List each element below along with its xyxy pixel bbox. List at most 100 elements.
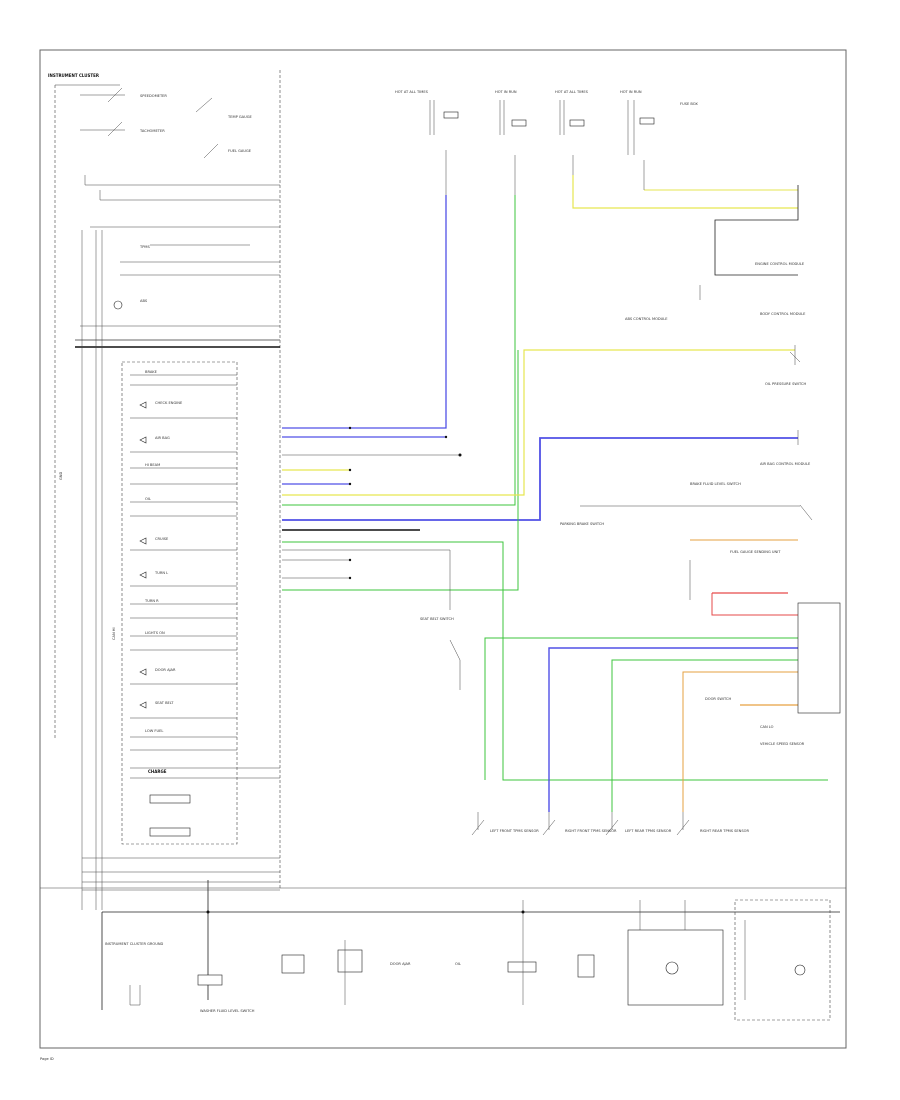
module-box-4: OIL (455, 962, 461, 966)
svg-text:INSTRUMENT CLUSTER GROUND: INSTRUMENT CLUSTER GROUND (105, 942, 164, 946)
svg-text:DOOR AJAR: DOOR AJAR (155, 668, 176, 672)
svg-text:DOOR AJAR: DOOR AJAR (390, 962, 411, 966)
bcm: BODY CONTROL MODULE (699, 285, 806, 316)
indicator-brake: BRAKE (130, 370, 237, 386)
fuse-icon (639, 117, 655, 125)
module-box-6 (577, 954, 595, 978)
svg-text:LEFT FRONT TPMS SENSOR: LEFT FRONT TPMS SENSOR (490, 829, 539, 833)
fuel-sender: FUEL GAUGE SENDING UNIT (689, 550, 781, 600)
svg-text:VEHICLE SPEED SENSOR: VEHICLE SPEED SENSOR (760, 742, 805, 746)
gauge-icon (665, 961, 679, 975)
fuse-icon (511, 119, 527, 127)
wire-yellow-1 (572, 175, 798, 209)
svg-text:AIR BAG CONTROL MODULE: AIR BAG CONTROL MODULE (760, 462, 811, 466)
wire-yellow-2 (282, 349, 795, 496)
bottom-components: INSTRUMENT CLUSTER GROUND WASHER FLUID L… (40, 887, 846, 1021)
svg-text:ABS CONTROL MODULE: ABS CONTROL MODULE (625, 317, 668, 321)
diagram-frame (39, 49, 847, 1049)
indicator-low-fuel: LOW FUEL (130, 729, 237, 751)
led-icon (139, 571, 147, 579)
svg-text:CRUISE: CRUISE (155, 537, 169, 541)
led-icon (139, 668, 147, 676)
svg-text:WASHER FLUID LEVEL SWITCH: WASHER FLUID LEVEL SWITCH (200, 1009, 255, 1013)
indicator-bulb-icon (113, 300, 123, 310)
warning-blocks (149, 794, 191, 837)
svg-text:HOT AT ALL TIMES: HOT AT ALL TIMES (395, 90, 429, 94)
svg-text:CHECK ENGINE: CHECK ENGINE (155, 401, 183, 405)
wire-orange-1 (682, 671, 798, 812)
svg-text:BRAKE FLUID LEVEL SWITCH: BRAKE FLUID LEVEL SWITCH (690, 482, 741, 486)
led-icon (139, 436, 147, 444)
svg-text:ENGINE CONTROL MODULE: ENGINE CONTROL MODULE (755, 262, 805, 266)
cluster-ground: INSTRUMENT CLUSTER GROUND (105, 942, 164, 1006)
connector-dots (206, 426, 525, 914)
svg-text:OIL PRESSURE SWITCH: OIL PRESSURE SWITCH (765, 382, 806, 386)
door-switch: DOOR SWITCH (705, 697, 731, 701)
seat-belt-switch: SEAT BELT SWITCH (420, 617, 461, 690)
svg-text:DOOR SWITCH: DOOR SWITCH (705, 697, 731, 701)
gauge-box-2 (734, 899, 831, 1021)
svg-text:PARKING BRAKE SWITCH: PARKING BRAKE SWITCH (560, 522, 604, 526)
led-icon (139, 401, 147, 409)
wire-green-3 (282, 350, 519, 591)
svg-text:TURN R: TURN R (144, 599, 159, 603)
right-connector: VEHICLE SPEED SENSOR CAN LO (760, 602, 841, 746)
indicator-turn-r: TURN R (130, 599, 237, 619)
svg-text:HOT AT ALL TIMES: HOT AT ALL TIMES (555, 90, 589, 94)
indicator-lights-on: LIGHTS ON (130, 631, 237, 651)
module-box-5 (507, 900, 537, 1005)
fuse-2: HOT IN RUN (495, 90, 527, 195)
indicator-check-engine: CHECK ENGINE (130, 401, 237, 419)
colored-wires (282, 175, 828, 812)
brake-switch: BRAKE FLUID LEVEL SWITCH PARKING BRAKE S… (560, 482, 813, 526)
temp-gauge-label: TEMP GAUGE (227, 115, 253, 119)
wire-green-1 (282, 195, 516, 506)
svg-text:RIGHT FRONT TPMS SENSOR: RIGHT FRONT TPMS SENSOR (565, 829, 617, 833)
svg-text:HOT IN RUN: HOT IN RUN (495, 90, 517, 94)
svg-text:AIR BAG: AIR BAG (155, 436, 170, 440)
indicator-rows: BRAKE CHECK ENGINE AIR BAG HI BEAM OIL C… (130, 370, 280, 837)
indicator-seat-belt: SEAT BELT (130, 701, 237, 719)
lf-tpms-sensor: LEFT FRONT TPMS SENSOR (471, 812, 539, 836)
svg-text:CHARGE: CHARGE (148, 769, 167, 774)
indicator-airbag: AIR BAG (130, 436, 237, 453)
svg-text:HI BEAM: HI BEAM (145, 463, 160, 467)
fuse-row: HOT AT ALL TIMES HOT IN RUN HOT AT ALL T… (395, 90, 698, 195)
engine-control-module: ENGINE CONTROL MODULE (714, 185, 805, 276)
indicator-oil: OIL (130, 497, 237, 517)
abs-label: ABS (140, 299, 148, 303)
can-hi-label: CAN HI (112, 627, 116, 640)
wire-blue-1 (282, 195, 447, 429)
instrument-cluster-block: SPEEDOMETER TEMP GAUGE TACHOMETER FUEL G… (54, 70, 281, 910)
indicator-subbox (121, 361, 238, 845)
svg-text:LIGHTS ON: LIGHTS ON (145, 631, 165, 635)
abs-module: ABS CONTROL MODULE (625, 317, 796, 365)
wire-green-2 (282, 541, 828, 781)
svg-text:OIL: OIL (455, 962, 461, 966)
indicator-hi-beam: HI BEAM (130, 463, 237, 485)
fuse-icon (569, 119, 585, 127)
footer-code: Page ID (40, 1057, 54, 1061)
fuse-icon (443, 111, 459, 119)
module-box-2 (337, 940, 363, 1005)
rf-tpms-sensor: RIGHT FRONT TPMS SENSOR (542, 812, 617, 836)
washer-switch: WASHER FLUID LEVEL SWITCH (197, 974, 255, 1013)
indicator-charge: CHARGE (130, 767, 280, 779)
fuse-1: HOT AT ALL TIMES (395, 90, 459, 195)
svg-text:CAN LO: CAN LO (760, 725, 774, 729)
fuse-4: HOT IN RUN (620, 90, 655, 190)
led-icon (139, 537, 147, 545)
tachometer-label: TACHOMETER (139, 129, 165, 133)
airbag-module: AIR BAG CONTROL MODULE (760, 430, 811, 466)
wire-blue-3 (282, 437, 798, 521)
svg-text:HOT IN RUN: HOT IN RUN (620, 90, 642, 94)
wire-black-2 (282, 549, 451, 610)
module-box-3: DOOR AJAR (390, 962, 411, 966)
wire-green-4 (484, 637, 798, 780)
fuse-3: HOT AT ALL TIMES (555, 90, 589, 175)
svg-text:BODY CONTROL MODULE: BODY CONTROL MODULE (760, 312, 806, 316)
svg-text:RIGHT REAR TPMS SENSOR: RIGHT REAR TPMS SENSOR (700, 829, 749, 833)
svg-text:LOW FUEL: LOW FUEL (145, 729, 163, 733)
indicator-cruise: CRUISE (130, 537, 237, 551)
